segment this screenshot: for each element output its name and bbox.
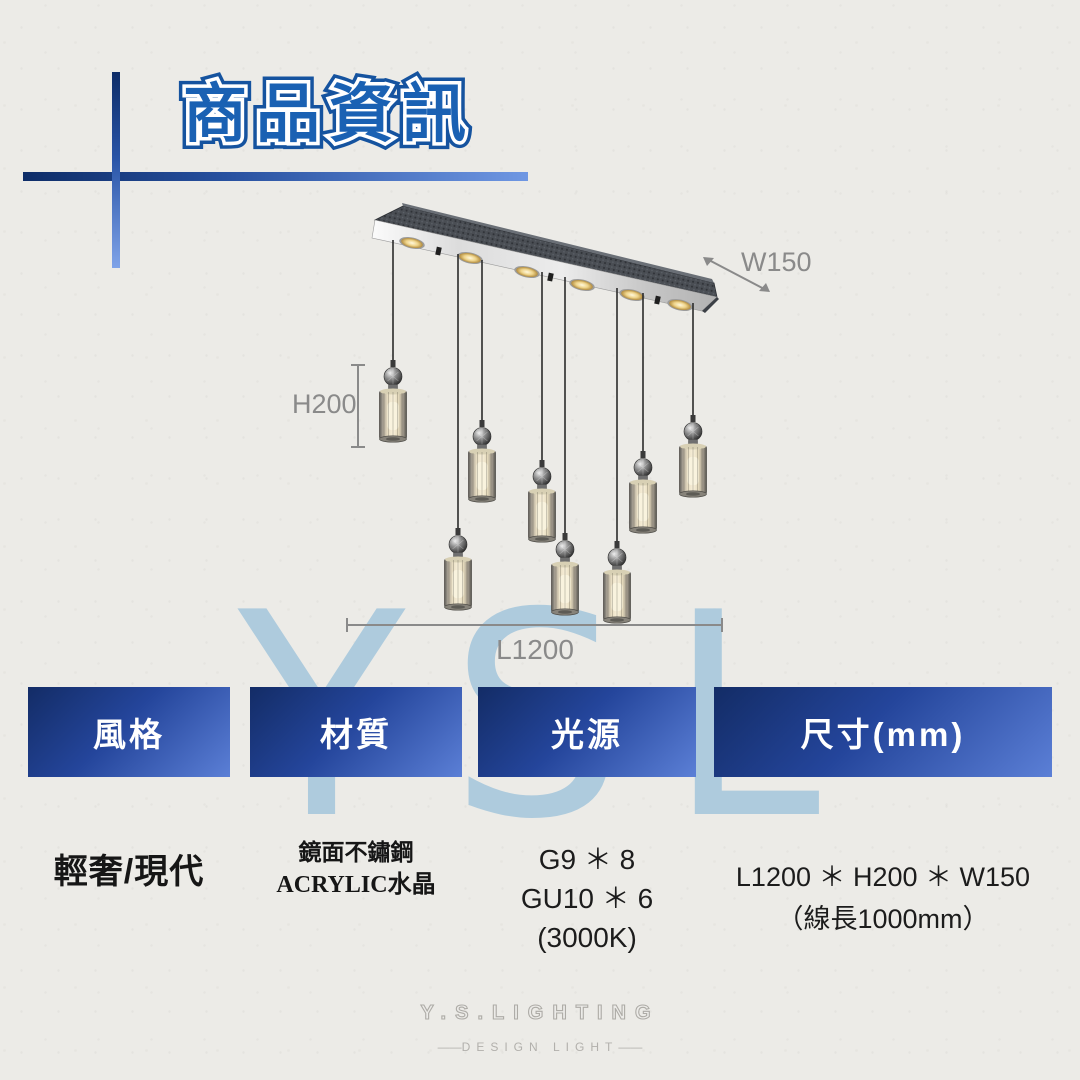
page-title-fill: 商品資訊 [183,78,475,150]
spec-label-style: 風格 [93,716,165,753]
light-source-line-3: (3000K) [537,922,637,953]
width-dimension-label: W150 [741,247,812,277]
ceiling-plate [371,203,719,313]
pendant-light [551,532,579,616]
pendant-light [603,540,631,624]
height-dimension-label: H200 [292,389,357,419]
dimensions-line-1: L1200 ＊ H200 ＊ W150 [735,862,1031,892]
pendant-light [679,414,707,498]
pendant-light [379,359,407,443]
spec-card-style: 風格 [28,687,230,777]
spec-value-dimensions: L1200 ＊ H200 ＊ W150 （線長1000mm） [704,856,1062,940]
brand-logo-text: Y.S.LIGHTING [420,1001,660,1024]
spotlights [399,236,693,312]
horizontal-accent-line [23,172,528,181]
dimensions-line-2: （線長1000mm） [776,904,990,934]
tagline-dash-right: —— [618,1040,643,1054]
height-dimension-line [351,364,365,448]
suspension-cords [392,240,694,542]
pendant-lights [379,359,707,624]
spec-label-dimensions: 尺寸(mm) [800,716,966,753]
spec-card-dimensions: 尺寸(mm) [714,687,1052,777]
brand-tagline: ——DESIGN LIGHT—— [0,1040,1080,1054]
pendant-light [629,450,657,534]
light-source-line-2: GU10 ＊ 6 [520,883,654,914]
spec-label-light-source: 光源 [551,716,623,753]
page-title-white-ring: 商品資訊 [180,75,475,154]
pendant-light [528,459,556,543]
length-dimension-line [346,618,723,632]
vertical-accent-line [112,72,120,268]
spec-card-material: 材質 [250,687,462,777]
pendant-light [444,527,472,611]
pendant-light [468,419,496,503]
cord-connectors [435,246,661,305]
spec-value-style: 輕奢/現代 [28,844,230,893]
spec-label-material: 材質 [320,716,392,753]
width-dimension-arrow [703,257,770,292]
tagline-dash-left: —— [437,1040,462,1054]
material-line-2: ACRYLIC水晶 [276,872,436,898]
tagline-text: DESIGN LIGHT [461,1040,619,1054]
spec-value-light-source: G9 ＊ 8 GU10 ＊ 6 (3000K) [468,840,706,957]
spec-card-light-source: 光源 [478,687,696,777]
length-dimension-label: L1200 [496,634,574,665]
page-title-outline: 商品資訊 [176,71,475,157]
light-source-line-1: G9 ＊ 8 [538,844,636,875]
style-value: 輕奢/現代 [53,853,205,891]
spec-value-material: 鏡面不鏽鋼 ACRYLIC水晶 [250,836,462,902]
material-line-1: 鏡面不鏽鋼 [298,839,414,865]
